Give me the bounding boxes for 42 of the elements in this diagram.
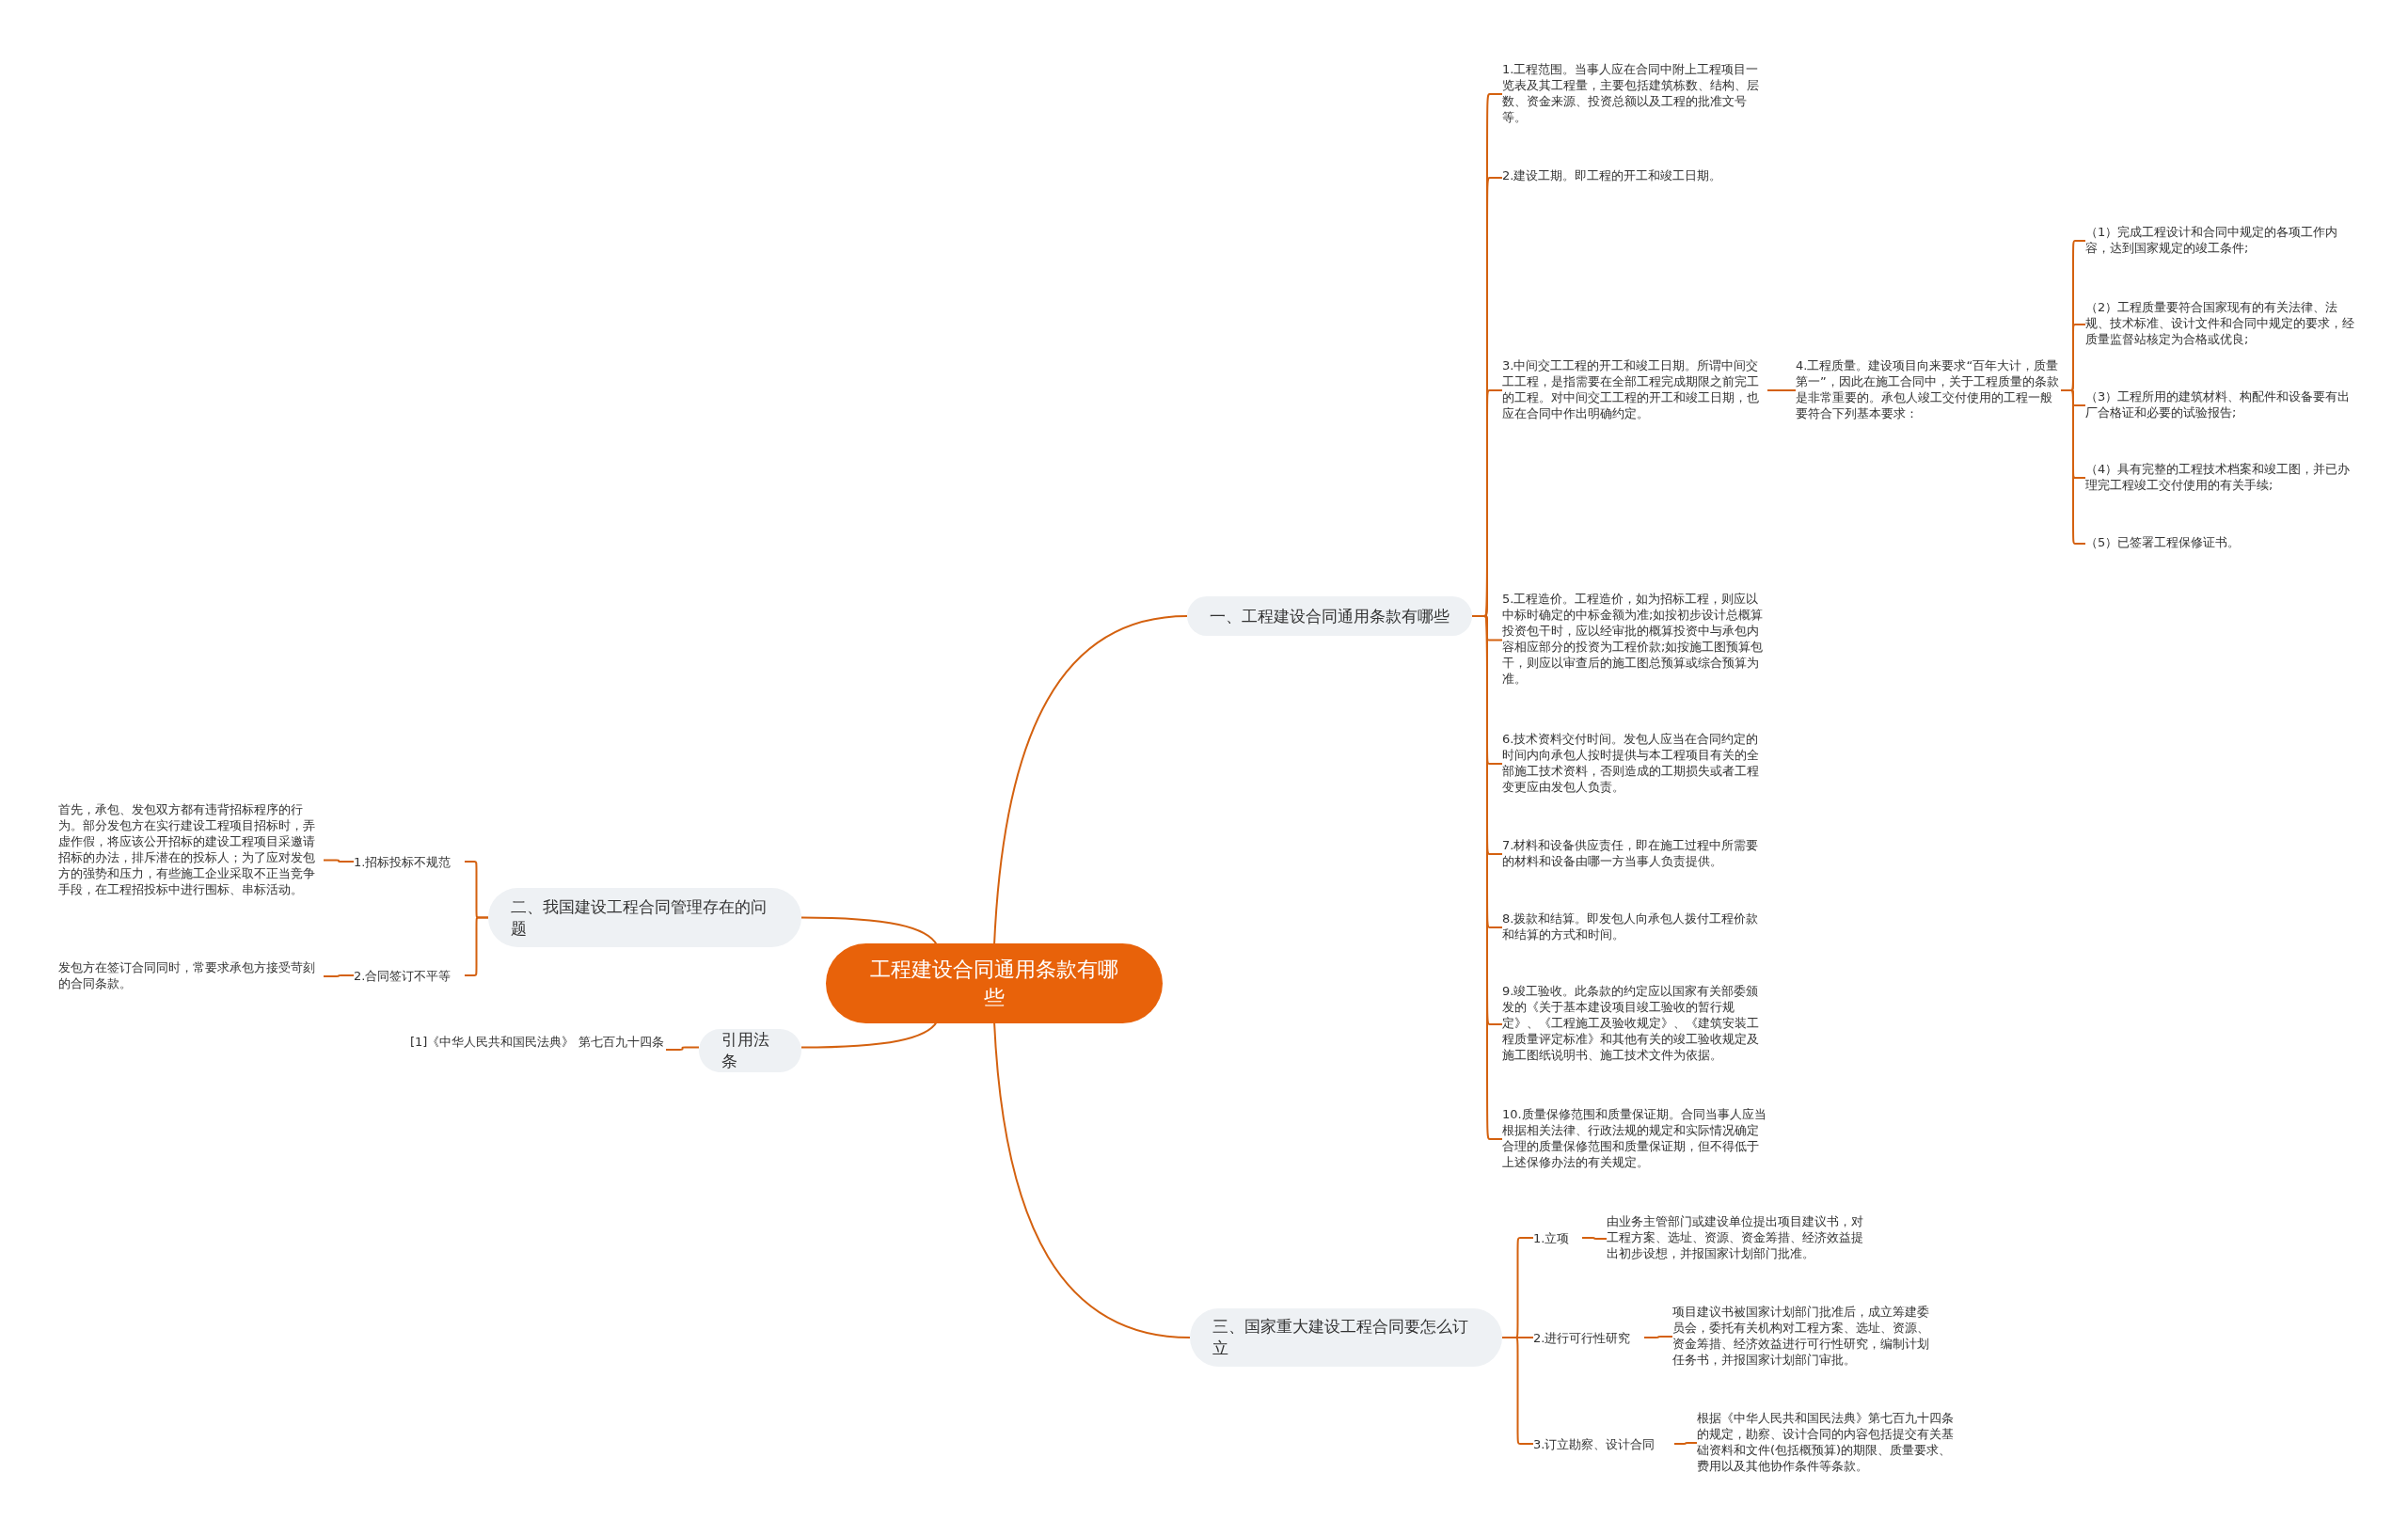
note-text: （3）工程所用的建筑材料、构配件和设备要有出厂合格证和必要的试验报告; <box>2085 388 2358 422</box>
connector-line <box>323 974 355 977</box>
note-text: 首先，承包、发包双方都有违背招标程序的行为。部分发包方在实行建设工程项目招标时，弄虚作假，将应该公开招标的建设工程项目采邀请招标的办法，排斥潜在的投标人；为了应对发包方的强势和压力，有些施工企业采取不正当竞争手段，在工程招投标中进行围标、串标活动。 <box>58 801 324 919</box>
note-text: 根据《中华人民共和国民法典》第七百九十四条的规定，勘察、设计合同的内容包括提交有关基础资料和文件(包括概预算)的期限、质量要求、费用以及其他协作条件等条款。 <box>1697 1410 1962 1476</box>
connector-line <box>1643 1336 1673 1338</box>
subtopic-label: 3.订立勘察、设计合同 <box>1533 1434 1674 1453</box>
subtopic-label: 1.招标投标不规范 <box>354 852 465 871</box>
note-text: （5）已签署工程保修证书。 <box>2085 534 2358 553</box>
connector-line <box>800 1021 939 1049</box>
note-text: 1.工程范围。当事人应在合同中附上工程项目一览表及其工程量，主要包括建筑栋数、结构、层数、资金来源、投资总额以及工程的批准文号等。 <box>1502 61 1767 127</box>
note-text: 由业务主管部门或建设单位提出项目建议书，对工程方案、选址、资源、资金筹措、经济效益提出初步设想，并报国家计划部门批准。 <box>1607 1213 1872 1264</box>
note-text: 3.中间交工工程的开工和竣工日期。所谓中间交工工程，是指需要在全部工程完成期限之前完工的工程。对中间交工工程的开工和竣工日期，也应在合同中作出明确约定。 <box>1502 357 1767 423</box>
connector-line <box>1766 389 1797 391</box>
note-text: 7.材料和设备供应责任，即在施工过程中所需要的材料和设备由哪一方当事人负责提供。 <box>1502 837 1767 871</box>
note-text: [1]《中华人民共和国民法典》 第七百九十四条 <box>410 1034 666 1066</box>
branch-topic: 二、我国建设工程合同管理存在的问题 <box>488 888 801 947</box>
central-topic: 工程建设合同通用条款有哪些 <box>826 943 1163 1023</box>
connector-line <box>993 615 1188 946</box>
branch-topic: 一、工程建设合同通用条款有哪些 <box>1187 596 1472 636</box>
connector-line <box>993 1021 1191 1338</box>
note-text: （1）完成工程设计和合同中规定的各项工作内容，达到国家规定的竣工条件; <box>2085 224 2358 258</box>
note-text: 项目建议书被国家计划部门批准后，成立筹建委员会，委托有关机构对工程方案、选址、资源、资金筹措、经济效益进行可行性研究，编制计划任务书，并报国家计划部门审批。 <box>1672 1304 1938 1370</box>
note-text: 6.技术资料交付时间。发包人应当在合同约定的时间内向承包人按时提供与本工程项目有关的全部施工技术资料，否则造成的工期损失或者工程变更应由发包人负责。 <box>1502 731 1767 797</box>
branch-topic: 引用法条 <box>699 1029 801 1072</box>
note-text: 10.质量保修范围和质量保证期。合同当事人应当根据相关法律、行政法规的规定和实际情况确定合理的质量保修范围和质量保证期，但不得低于上述保修办法的有关规定。 <box>1502 1106 1767 1172</box>
subtopic-label: 2.进行可行性研究 <box>1533 1328 1644 1347</box>
connector-line <box>1581 1237 1608 1240</box>
subtopic-label: 2.合同签订不平等 <box>354 966 465 985</box>
note-text: 8.拨款和结算。即发包人向承包人拨付工程价款和结算的方式和时间。 <box>1502 911 1767 944</box>
connector-line <box>1673 1442 1698 1445</box>
connector-line <box>665 1046 700 1051</box>
subtopic-label: 1.立项 <box>1533 1228 1582 1247</box>
note-text: 2.建设工期。即工程的开工和竣工日期。 <box>1502 167 1767 188</box>
note-text: 5.工程造价。工程造价，如为招标工程，则应以中标时确定的中标金额为准;如按初步设计总概算投资包干时，应以经审批的概算投资中与承包内容相应部分的投资为工程价款;如按施工图预算包干，则应以审查后的施工图总预算或综合预算为准。 <box>1502 591 1767 689</box>
connector-line <box>323 859 355 863</box>
note-text: 4.工程质量。建设项目向来要求“百年大计，质量第一”，因此在施工合同中，关于工程质量的条款是非常重要的。承包人竣工交付使用的工程一般要符合下列基本要求： <box>1796 357 2061 423</box>
connector-line <box>800 916 939 946</box>
branch-topic: 三、国家重大建设工程合同要怎么订立 <box>1190 1308 1502 1367</box>
note-text: （2）工程质量要符合国家现有的有关法律、法规、技术标准、设计文件和合同中规定的要求，经质量监督站核定为合格或优良; <box>2085 299 2358 350</box>
note-text: 9.竣工验收。此条款的约定应以国家有关部委颁发的《关于基本建设项目竣工验收的暂行规定》、《工程施工及验收规定》、《建筑安装工程质量评定标准》和其他有关的竣工验收规定及施工图纸说明书、施工技术文件为依据。 <box>1502 983 1767 1066</box>
note-text: 发包方在签订合同同时，常要求承包方接受苛刻的合同条款。 <box>58 959 324 993</box>
note-text: （4）具有完整的工程技术档案和竣工图，并已办理完工程竣工交付使用的有关手续; <box>2085 461 2358 495</box>
